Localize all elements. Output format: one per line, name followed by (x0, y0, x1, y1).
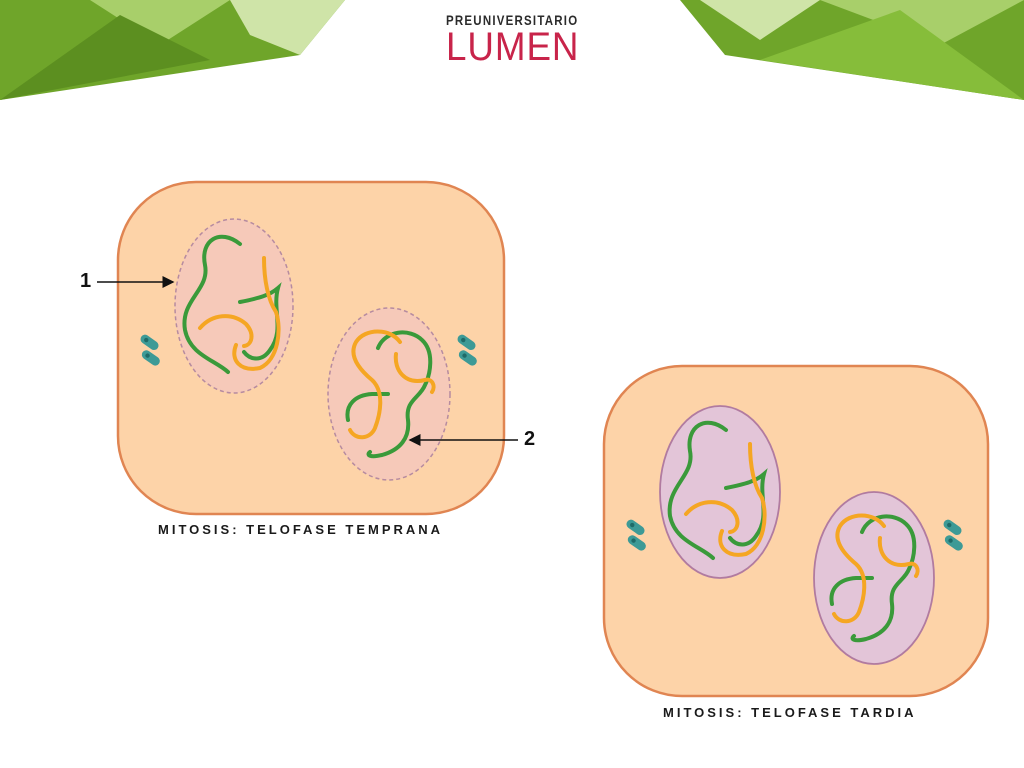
centrioles-left (626, 519, 646, 551)
caption-early-telophase: MITOSIS: TELOFASE TEMPRANA (158, 522, 444, 537)
logo-subtitle: PREUNIVERSITARIO (446, 12, 579, 28)
banner-left-shadow (0, 15, 210, 100)
centrioles-right (943, 519, 963, 551)
chromosome-green (182, 234, 242, 374)
chromosome-orange (348, 329, 402, 440)
nucleus-forming-right (327, 307, 451, 481)
cell-membrane (602, 364, 990, 698)
pointer-2-label: 2 (524, 428, 536, 450)
banner-right-light (700, 0, 820, 40)
cell-early-telophase (97, 180, 518, 516)
chromosome-orange (393, 352, 436, 394)
centrioles-left (140, 334, 160, 366)
lumen-logo: PREUNIVERSITARIO LUMEN (446, 12, 586, 72)
cell-late-telophase (602, 364, 990, 698)
chromosome-orange (877, 536, 920, 578)
chromosome-green (345, 392, 390, 422)
caption-late-telophase: MITOSIS: TELOFASE TARDIA (663, 705, 917, 720)
chromosome-green (366, 330, 433, 459)
cell-membrane (116, 180, 506, 516)
chromosome-green (829, 576, 874, 606)
logo-title: LUMEN (446, 25, 580, 69)
chromosome-orange (684, 500, 740, 534)
nucleus-formed-left (659, 405, 781, 579)
chromosome-orange (232, 256, 281, 371)
chromosome-green (850, 514, 917, 643)
banner-left-light (90, 0, 230, 45)
centrioles-right (457, 334, 477, 366)
nucleus-forming-left (174, 218, 294, 394)
banner-left-pale (230, 0, 345, 55)
banner-right-shadow (760, 10, 1024, 100)
nucleus-formed-right (813, 491, 935, 665)
banner-right-mid (820, 0, 1024, 45)
chromosome-orange (718, 442, 767, 557)
chromosome-green (667, 420, 728, 560)
header-banner (0, 0, 1024, 100)
pointer-1-label: 1 (80, 270, 92, 292)
chromosome-orange (832, 513, 886, 624)
chromosome-orange (198, 314, 254, 348)
